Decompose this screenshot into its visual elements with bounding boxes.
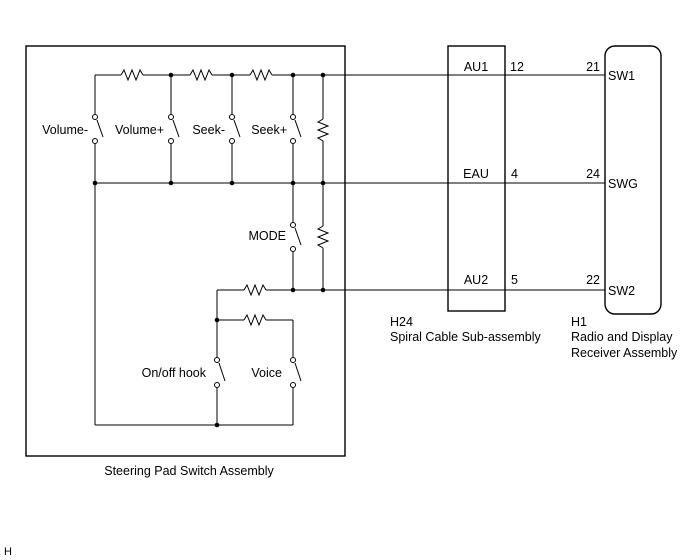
resistor-r1 (120, 68, 144, 82)
label-mode: MODE (249, 229, 287, 243)
radio-pin-number-24: 24 (586, 167, 600, 181)
label-seek-plus: Seek+ (251, 123, 287, 137)
steering-pad-box (25, 45, 346, 457)
spiral-pin-label-au2: AU2 (464, 273, 488, 287)
corner-mark: H (4, 546, 12, 558)
label-volume-minus: Volume- (42, 123, 88, 137)
radio-name-line1: Radio and Display (571, 330, 673, 344)
lower-loop (216, 290, 294, 357)
radio-pin-label-sw2: SW2 (608, 284, 635, 298)
on-off-hook-switch (214, 357, 226, 425)
seek-plus-switch (290, 75, 302, 183)
radio-box (604, 45, 662, 315)
radio-pin-number-21: 21 (586, 60, 600, 74)
junction-dots (92, 72, 326, 428)
radio-name-line2: Receiver Assembly (571, 346, 678, 360)
radio-pin-label-swg: SWG (608, 177, 638, 191)
steering-pad-caption: Steering Pad Switch Assembly (104, 464, 274, 478)
resistor-r5 (316, 118, 330, 142)
resistor-r2 (189, 68, 213, 82)
radio-code: H1 (571, 315, 587, 329)
radio-pin-label-sw1: SW1 (608, 69, 635, 83)
resistor-r7 (243, 313, 267, 327)
volume-plus-switch (168, 75, 180, 183)
resistor-r6 (316, 225, 330, 249)
radio-pin-number-22: 22 (586, 273, 600, 287)
spiral-pin-label-eau: EAU (463, 167, 489, 181)
label-volume-plus: Volume+ (115, 123, 164, 137)
label-seek-minus: Seek- (192, 123, 225, 137)
resistor-r3 (249, 68, 273, 82)
spiral-pin-number-5: 5 (511, 273, 518, 287)
spiral-pin-number-12: 12 (510, 60, 524, 74)
resistor-r4 (243, 283, 267, 297)
spiral-cable-name: Spiral Cable Sub-assembly (390, 330, 542, 344)
spiral-pin-label-au1: AU1 (464, 60, 488, 74)
voice-switch (290, 357, 302, 425)
au2-bus (217, 283, 605, 297)
label-voice: Voice (251, 366, 282, 380)
mode-switch (290, 183, 302, 290)
volume-minus-switch (92, 75, 104, 425)
seek-minus-switch (229, 75, 241, 183)
label-on-off-hook: On/off hook (142, 366, 207, 380)
vertical-resistors (316, 75, 330, 290)
spiral-cable-code: H24 (390, 315, 413, 329)
spiral-pin-number-4: 4 (511, 167, 518, 181)
spiral-cable-box (447, 45, 506, 312)
